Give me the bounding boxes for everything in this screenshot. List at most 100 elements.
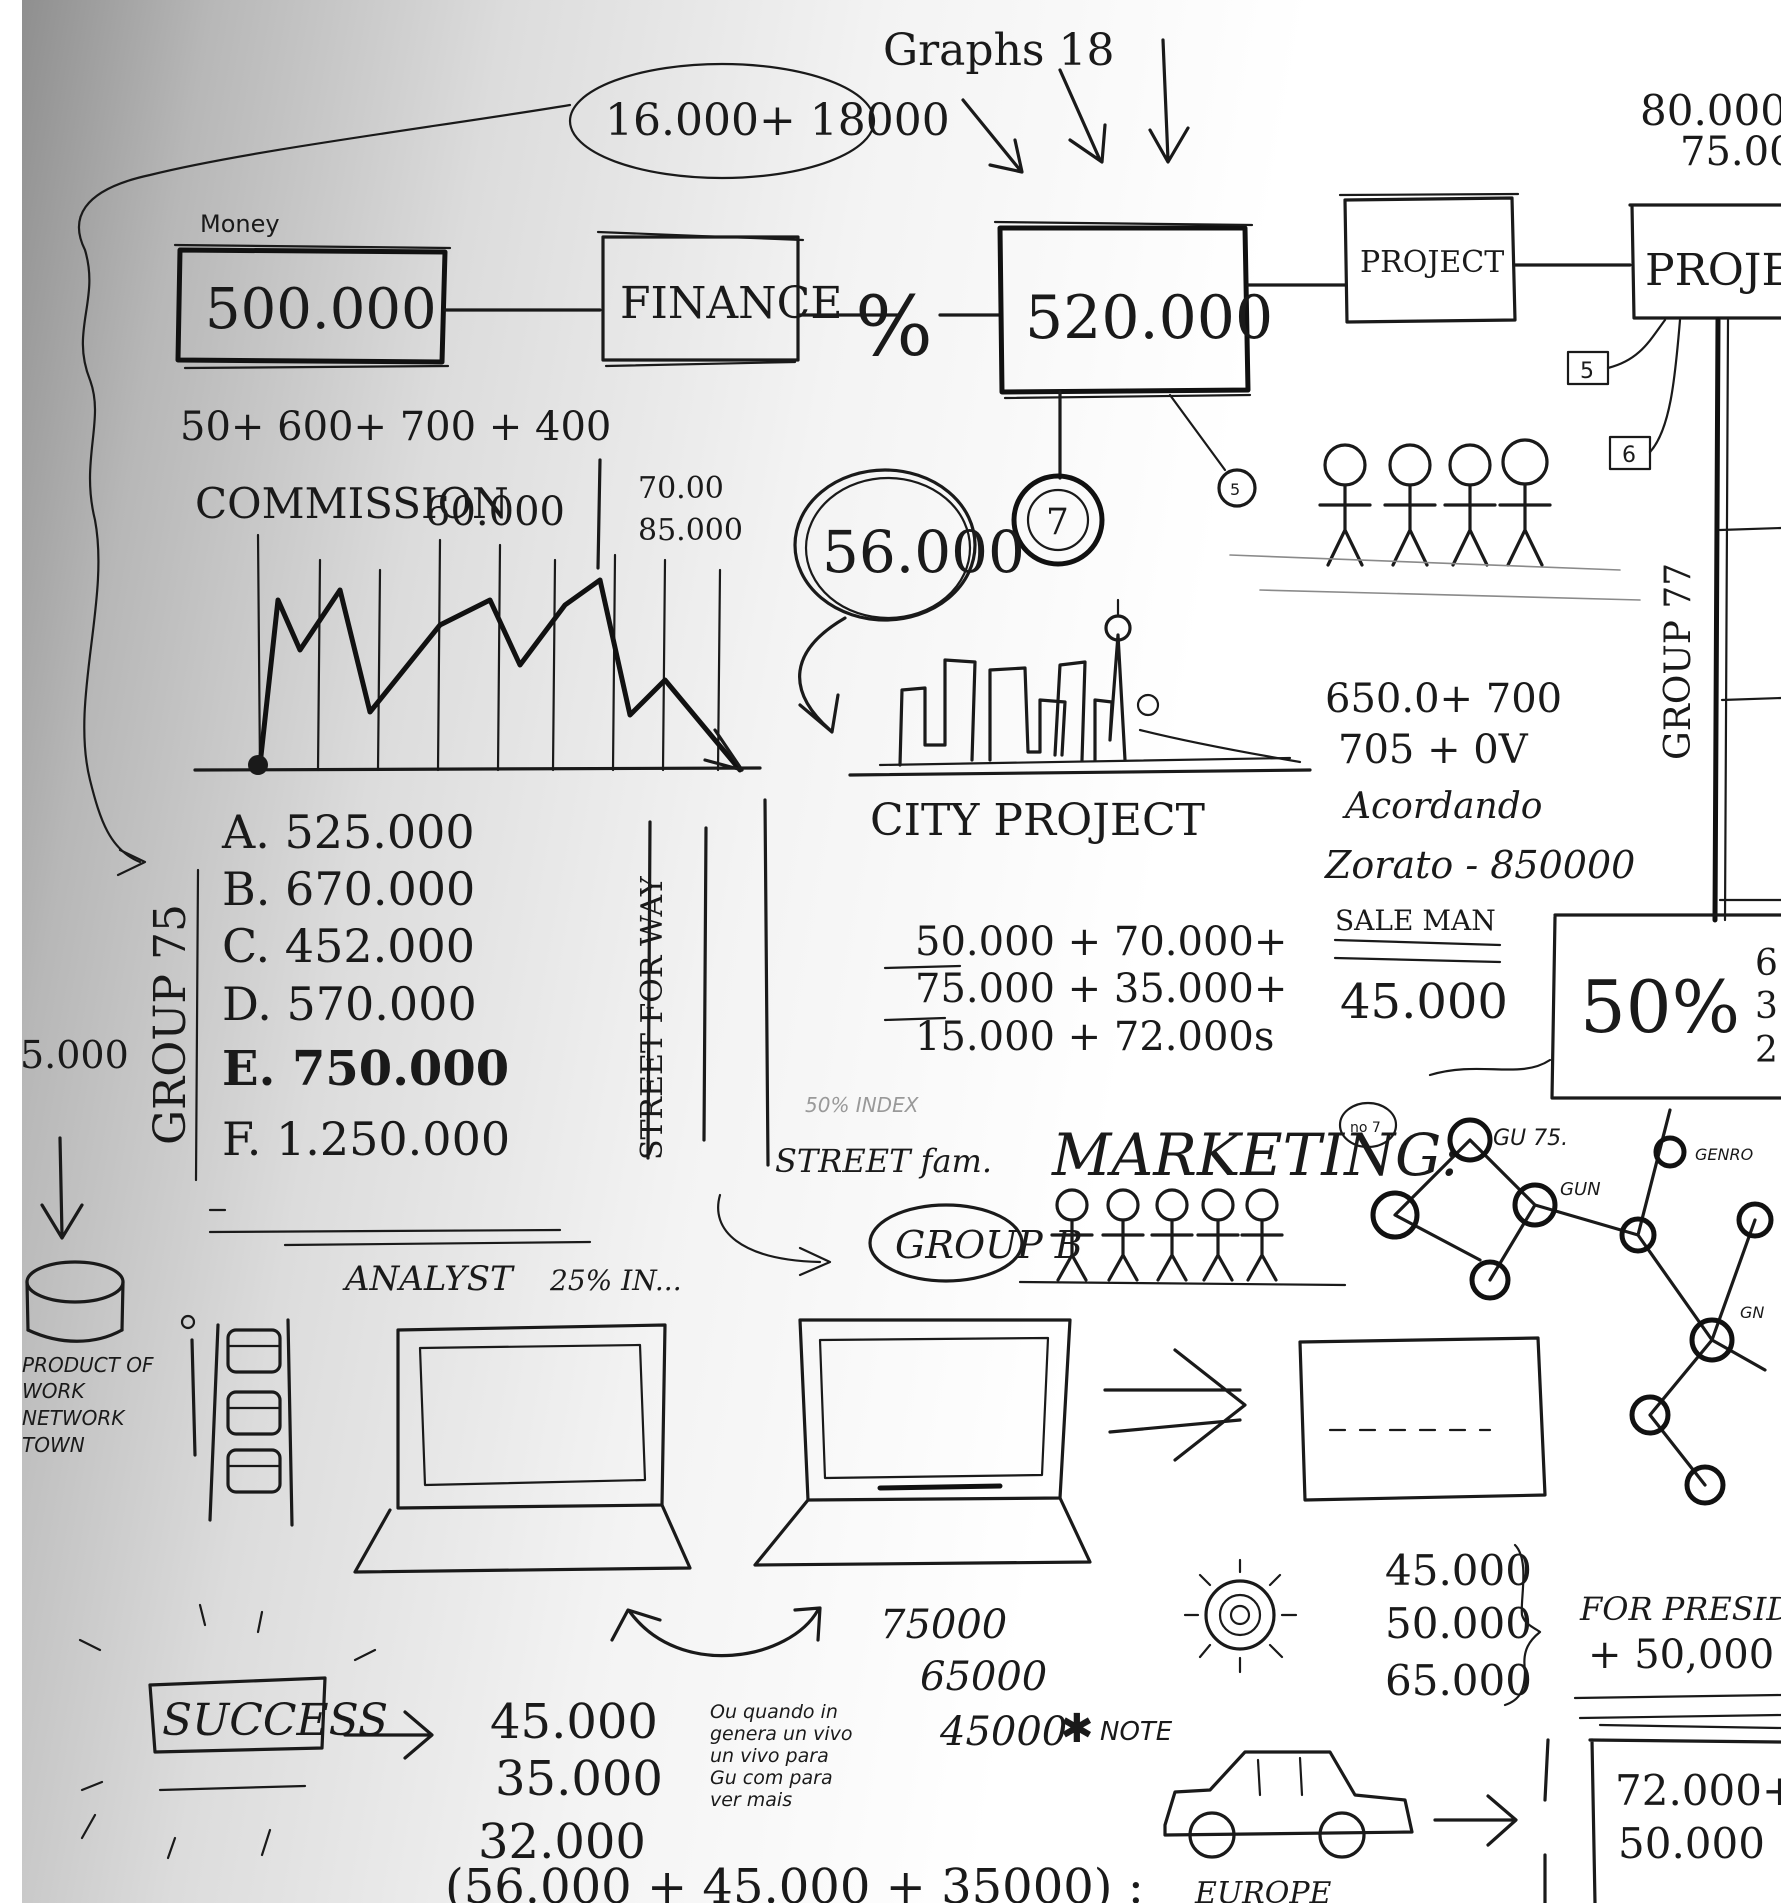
svg-text:5: 5 <box>1580 359 1594 384</box>
street-label: STREET fam. <box>775 1142 992 1180</box>
svg-text:C. 452.000: C. 452.000 <box>222 919 475 973</box>
circle-arrow-icon <box>798 616 847 734</box>
car-label: EUROPE <box>1194 1876 1332 1903</box>
percent-sign: % <box>855 280 933 375</box>
success-value-1: 45.000 <box>490 1694 658 1750</box>
group-b-oval: GROUP B <box>868 1203 1083 1283</box>
project-label: PROJECT <box>1360 245 1504 280</box>
svg-text:PRODUCT OF: PRODUCT OF <box>22 1353 154 1377</box>
tag-connectors <box>1606 318 1682 454</box>
circle-5-icon: 5 <box>1217 468 1257 508</box>
city-calc-1: 650.0+ 700 <box>1325 676 1562 722</box>
arrow-to-group-b-icon <box>717 1193 832 1277</box>
svg-text:F. 1.250.000: F. 1.250.000 <box>222 1112 510 1166</box>
top-right-value-2: 75.00 <box>1680 129 1781 175</box>
left-edge-value: 5.000 <box>20 1033 129 1077</box>
svg-text:E. 750.000: E. 750.000 <box>222 1041 509 1097</box>
value-65000: 65000 <box>920 1654 1047 1700</box>
percent-50: 50% <box>1580 965 1740 1049</box>
group77-label: GROUP 77 <box>1658 563 1699 760</box>
side-value-1: 70.00 <box>638 471 724 506</box>
project2-box <box>1628 203 1781 320</box>
sums-note: 50% INDEX <box>805 1093 920 1117</box>
project-box <box>1338 192 1520 324</box>
success-box <box>148 1676 327 1792</box>
star-icon: ✱ <box>1060 1706 1094 1752</box>
sale-value: 45.000 <box>1340 974 1508 1030</box>
svg-text:B. 670.000: B. 670.000 <box>222 862 475 916</box>
side-value-2: 85.000 <box>638 513 743 548</box>
stack-value-1: 45.000 <box>1385 1546 1532 1595</box>
down-arrow-icon <box>40 1136 84 1240</box>
stack-value-3: 65.000 <box>1385 1656 1532 1705</box>
circle-7-icon: 7 <box>1011 473 1105 567</box>
sum-line-1: 50.000 + 70.000+ <box>915 919 1287 965</box>
star-note: NOTE <box>1100 1717 1173 1747</box>
circle-56000: 56.000 <box>793 468 1025 622</box>
top-bubble: 16.000+ 18000 <box>568 62 950 180</box>
svg-text:NETWORK: NETWORK <box>22 1406 126 1430</box>
svg-text:56.000: 56.000 <box>822 518 1025 586</box>
bottom-right-value-2: 50.000 <box>1618 1819 1765 1868</box>
project2-label: PROJECT 2 <box>1645 245 1781 296</box>
svg-text:TOWN: TOWN <box>22 1433 85 1457</box>
handwritten-note-block: Ou quando in genera un vivo un vivo para… <box>710 1701 853 1811</box>
finance-label: FINANCE <box>620 278 842 329</box>
svg-text:2: 2 <box>1755 1030 1778 1071</box>
placeholder-box <box>1298 1336 1547 1502</box>
sum-line-3: 15.000 + 72.000s <box>915 1014 1274 1060</box>
photo-border <box>0 0 22 1903</box>
stick-people-team-icon <box>1229 438 1641 601</box>
svg-text:GROUP B: GROUP B <box>895 1223 1083 1267</box>
svg-text:6: 6 <box>1755 943 1778 984</box>
stack-value-2: 50.000 <box>1385 1599 1532 1648</box>
sale-man-label: SALE MAN <box>1335 904 1496 937</box>
swap-arrows-icon <box>610 1606 822 1658</box>
laptop-icon-2 <box>753 1318 1092 1567</box>
plus-50-label: + 50,000 <box>1588 1632 1774 1678</box>
success-label: SUCCESS <box>162 1695 388 1746</box>
commission-label: COMMISSION <box>195 479 509 528</box>
stack-brace <box>1503 1543 1542 1707</box>
database-cylinder-icon <box>25 1260 125 1343</box>
sum-line: 50+ 600+ 700 + 400 <box>180 404 611 450</box>
svg-text:5: 5 <box>1230 480 1240 499</box>
sun-icon <box>1183 1558 1298 1674</box>
bottom-right-value-1: 72.000+ <box>1615 1766 1781 1815</box>
svg-text:Ou quando in: Ou quando in <box>710 1701 838 1723</box>
success-burst-marks <box>78 1603 377 1860</box>
svg-text:Gu com para: Gu com para <box>710 1767 833 1789</box>
analyst-label: ANALYST <box>342 1259 515 1299</box>
svg-text:GENRO: GENRO <box>1695 1145 1753 1164</box>
svg-text:GUN: GUN <box>1560 1179 1601 1200</box>
bottom-right-box <box>1588 1723 1781 1903</box>
line-chart-sketch <box>193 533 762 775</box>
city-project-label: CITY PROJECT <box>870 795 1205 846</box>
top-right-value-1: 80.000+ <box>1640 86 1781 135</box>
city-calc-2: 705 + 0V <box>1338 727 1529 773</box>
bubble-text: 16.000+ 18000 <box>605 95 950 146</box>
graphs-label: Graphs 18 <box>883 25 1114 76</box>
double-arrow-icon <box>1103 1348 1247 1462</box>
svg-text:un vivo para: un vivo para <box>710 1745 829 1767</box>
car-icon <box>1163 1750 1414 1859</box>
tag-6: 6 <box>1608 435 1652 471</box>
group75-label: GROUP 75 <box>145 904 196 1145</box>
city-skyline-icon <box>848 598 1312 777</box>
right-vertical-bar <box>1712 317 1721 923</box>
svg-text:D. 570.000: D. 570.000 <box>222 977 477 1031</box>
analyst-percent: 25% IN... <box>549 1264 682 1297</box>
center-value-box <box>993 220 1254 400</box>
street-vertical-label: STREET FOR WAY <box>635 875 670 1160</box>
city-calc-3: Acordando <box>1342 786 1542 827</box>
sum-line-2: 75.000 + 35.000+ <box>915 966 1287 1012</box>
svg-text:3: 3 <box>1755 986 1778 1027</box>
down-arrows-icon <box>961 38 1190 174</box>
tag-5: 5 <box>1566 350 1610 386</box>
percent-50-box <box>1428 913 1781 1100</box>
server-stack-icon <box>180 1314 294 1527</box>
svg-text:6: 6 <box>1622 443 1636 468</box>
finance-box <box>596 230 805 368</box>
